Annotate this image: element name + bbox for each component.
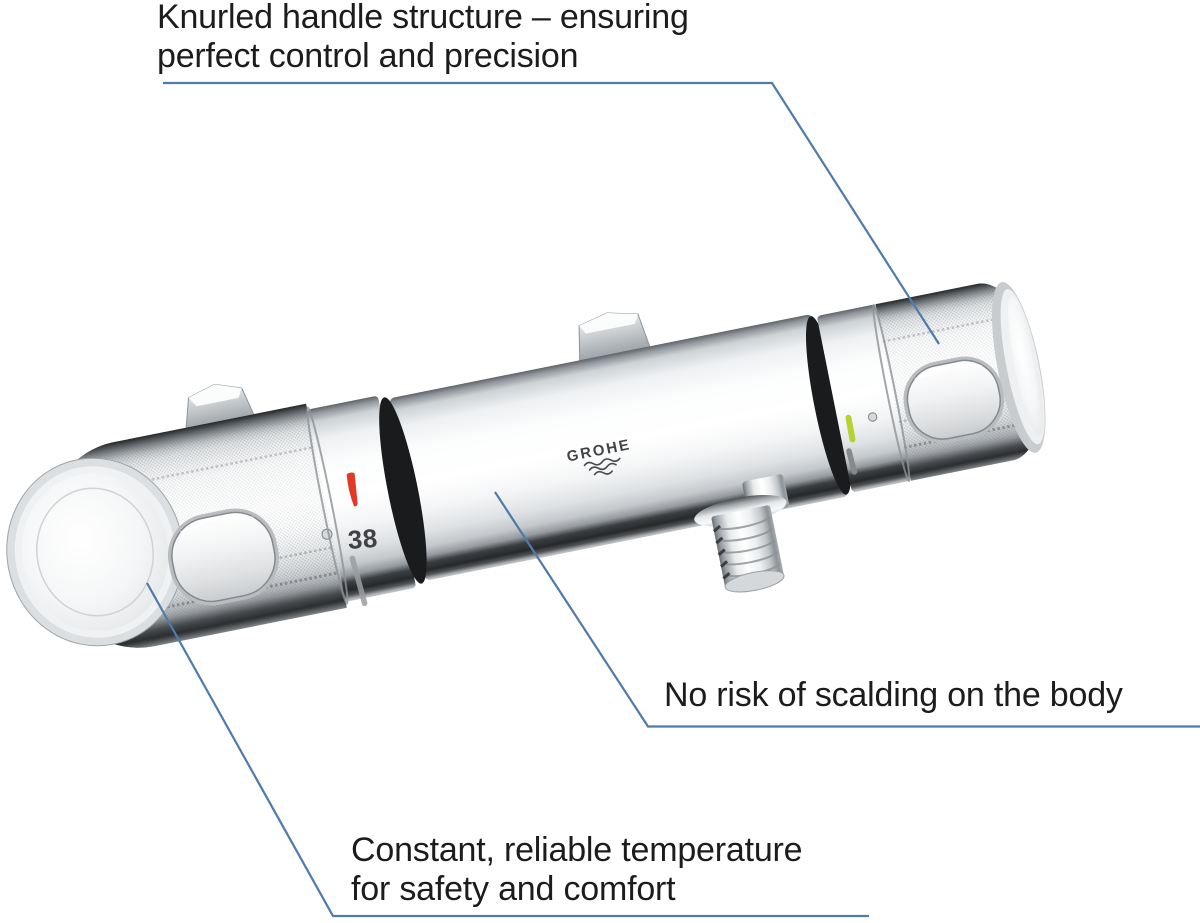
- scale-tick: [846, 448, 858, 475]
- annotation-line: Constant, reliable temperature: [351, 831, 803, 869]
- left-end-cap: [6, 457, 184, 647]
- annotation-line: Knurled handle structure – ensuring: [157, 0, 689, 36]
- hot-temperature-mark: [346, 472, 358, 507]
- leader-lines: [146, 81, 1200, 918]
- knurl-edge-ring: [306, 406, 349, 605]
- safe-temperature-mark: [845, 414, 856, 443]
- mixer-body: GROHE: [389, 314, 848, 580]
- annotation-line: perfect control and precision: [157, 37, 579, 75]
- right-handle-button: [903, 356, 1005, 444]
- collar-pin: [867, 412, 878, 422]
- annotation-no-scalding: No risk of scalding on the body: [664, 676, 1123, 715]
- left-black-ring: [379, 397, 427, 584]
- right-end-cap: [992, 282, 1046, 453]
- thermostat-faucet: 38 GROHE: [6, 282, 1046, 648]
- knurl-edge-ring: [872, 303, 911, 483]
- leader-line-temperature: [146, 582, 869, 918]
- annotation-constant-temperature: Constant, reliable temperature for safet…: [351, 831, 803, 909]
- outlet-opening: [724, 570, 785, 593]
- annotation-knurled-handle: Knurled handle structure – ensuring perf…: [157, 0, 689, 76]
- thread-shadow-ticks: [712, 524, 731, 580]
- annotation-line: No risk of scalding on the body: [664, 676, 1123, 714]
- safety-collar: [817, 304, 911, 492]
- temperature-38-label: 38: [347, 523, 379, 555]
- scale-tick: [349, 555, 368, 607]
- right-black-ring: [805, 316, 852, 495]
- leader-line-knurled: [163, 81, 940, 345]
- temperature-collar: 38: [307, 396, 416, 607]
- leader-line-scalding: [494, 491, 1200, 728]
- outlet-connector: [694, 474, 789, 593]
- grohe-waves-icon: [583, 457, 621, 476]
- left-handle-button: [167, 508, 279, 606]
- annotation-line: for safety and comfort: [351, 870, 676, 908]
